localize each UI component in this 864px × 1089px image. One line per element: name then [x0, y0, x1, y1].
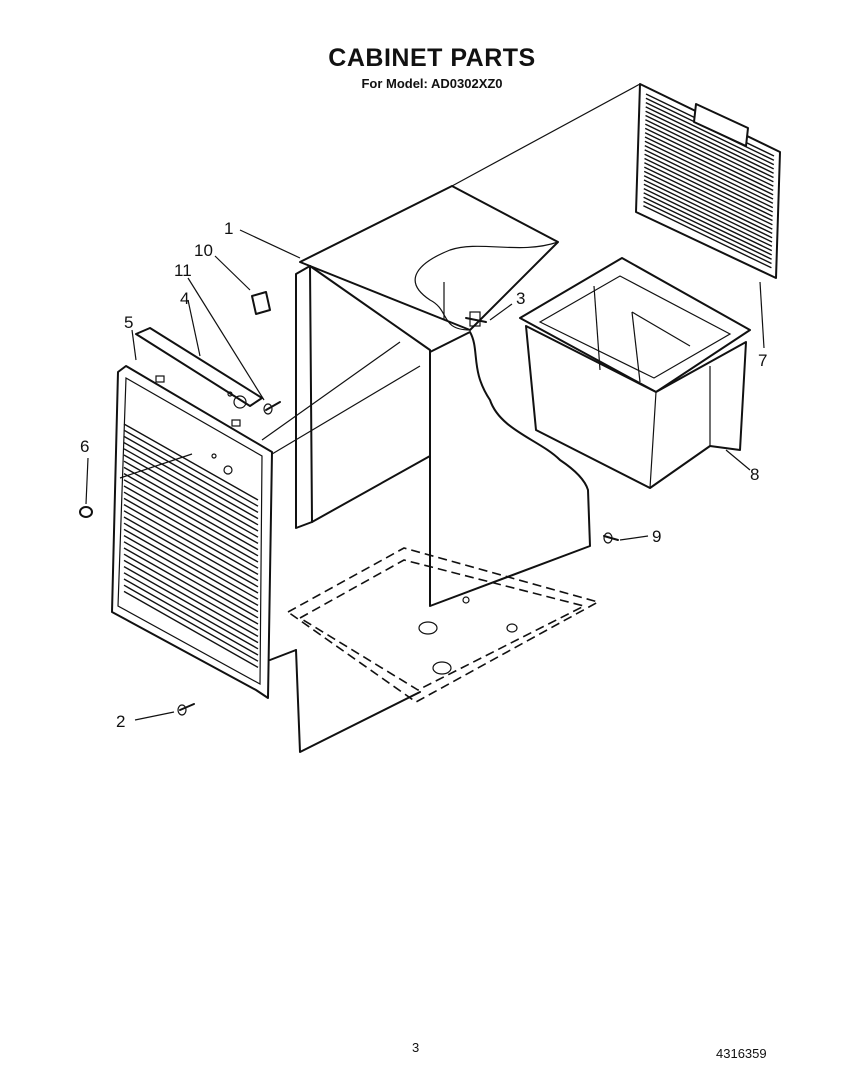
grille-slat — [645, 119, 774, 183]
grille-slat — [123, 547, 259, 625]
projection-lines — [261, 83, 641, 753]
grille-slat — [123, 516, 259, 594]
grille-slat — [643, 170, 773, 235]
grille-slat — [645, 106, 775, 170]
grille-slat — [643, 183, 773, 247]
grille-slat — [123, 578, 259, 656]
grille-slat — [123, 491, 259, 569]
grille-slat — [123, 448, 259, 526]
grille-slat — [644, 144, 774, 209]
leader-lines — [85, 229, 765, 721]
model-subtitle: For Model: AD0302XZ0 — [361, 76, 503, 91]
callout-9: 9 — [652, 527, 661, 546]
grille-slat — [123, 541, 259, 619]
control-panel — [135, 327, 263, 427]
grille-slat — [123, 503, 259, 582]
callout-1: 1 — [224, 219, 233, 238]
document-number: 4316359 — [716, 1046, 767, 1061]
callout-4: 4 — [180, 289, 189, 308]
grille-slat — [123, 559, 259, 638]
grille-slat — [644, 127, 774, 192]
callout-7: 7 — [758, 351, 767, 370]
grille-slat — [123, 528, 259, 607]
grille-slat — [123, 460, 259, 538]
callout-3: 3 — [516, 289, 525, 308]
grille-slat — [643, 200, 772, 265]
grille-slat — [123, 423, 259, 501]
screw-part-3 — [465, 311, 487, 327]
grille-slat — [644, 157, 773, 222]
screw-part-9 — [603, 532, 619, 544]
grille-slat — [644, 162, 773, 226]
screw-part-2 — [177, 703, 195, 716]
callout-labels: 1 2 3 4 5 6 7 8 9 10 11 — [80, 219, 767, 731]
grille-slat — [123, 472, 259, 551]
callout-10: 10 — [194, 241, 213, 260]
grille-slat — [644, 140, 774, 204]
grille-slat — [123, 565, 259, 644]
grille-slat — [643, 166, 773, 230]
grille-slat — [123, 429, 259, 507]
grille-slat — [643, 196, 772, 260]
grille-slat — [123, 522, 259, 600]
grille-slat — [644, 123, 774, 187]
grille-slat — [643, 192, 773, 256]
screw-part-11 — [263, 401, 281, 415]
grille-slat — [643, 187, 773, 252]
grille-slat — [644, 153, 773, 217]
grille-slat — [644, 149, 774, 213]
grille-slat — [643, 205, 772, 269]
callout-2: 2 — [116, 712, 125, 731]
grille-slat — [123, 435, 259, 514]
grille-slat — [123, 479, 259, 557]
water-bucket — [519, 257, 751, 489]
cabinet-shell — [295, 185, 591, 607]
base-pan — [286, 547, 601, 703]
grille-slat — [643, 175, 773, 239]
grille-slat — [123, 454, 259, 532]
grille-slat — [123, 497, 259, 576]
grille-slat — [123, 590, 259, 669]
callout-6: 6 — [80, 437, 89, 456]
grille-slat — [645, 114, 774, 179]
grille-slat — [123, 553, 259, 631]
knob — [251, 291, 271, 315]
grille-slat — [644, 136, 774, 200]
rear-filter — [635, 83, 781, 279]
grille-slat — [123, 441, 259, 520]
grille-slat — [643, 179, 773, 243]
page-title: CABINET PARTS — [328, 44, 536, 72]
callout-8: 8 — [750, 465, 759, 484]
grille-slat — [645, 101, 775, 166]
grille-slat — [123, 510, 259, 588]
grille-slat — [123, 466, 259, 545]
grille-slat — [123, 534, 259, 613]
page-number: 3 — [412, 1040, 420, 1055]
front-grille — [111, 365, 273, 699]
callout-11: 11 — [174, 261, 192, 280]
grille-slat — [644, 132, 774, 196]
callout-5: 5 — [124, 313, 133, 332]
grille-slat — [123, 584, 259, 662]
foot-part-6 — [79, 506, 93, 518]
grille-slat — [123, 572, 259, 650]
grille-slat — [645, 110, 774, 174]
grille-slat — [123, 485, 259, 563]
